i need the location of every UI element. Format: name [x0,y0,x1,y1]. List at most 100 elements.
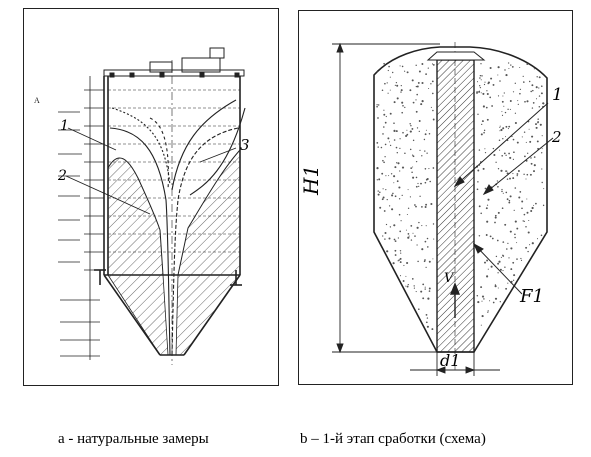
material-dot [379,206,382,209]
material-dot [383,161,385,164]
material-dot [416,244,418,246]
material-dot [383,210,386,212]
material-dot [432,118,435,121]
material-dot [496,239,499,242]
material-dot [389,76,391,78]
material-dot [412,176,415,179]
material-dot [504,136,507,138]
material-dot [535,126,538,129]
material-dot [382,133,384,135]
material-dot [489,96,492,99]
material-dot [509,230,512,233]
material-dot [525,141,527,143]
material-dot [393,122,395,124]
material-dot [490,265,493,268]
material-dot [505,125,508,128]
material-dot [415,176,418,179]
material-dot [430,202,433,206]
material-dot [477,181,479,183]
material-dot [431,328,434,331]
material-dot [399,250,402,252]
figure-b-label-1: 1 [552,85,563,105]
material-dot [379,191,381,194]
material-dot [416,85,419,88]
material-dot [518,196,521,199]
material-dot [419,149,421,151]
material-dot [393,182,395,184]
material-dot [516,242,518,244]
material-dot [396,162,398,164]
material-dot [535,123,537,126]
material-dot [393,238,396,241]
material-dot [393,139,396,141]
material-dot [431,92,434,95]
material-dot [516,141,519,144]
material-dot [521,207,523,210]
material-dot [387,69,389,72]
material-dot [390,173,393,175]
material-dot [428,87,430,90]
material-dot [384,156,386,158]
material-dot [500,256,502,258]
material-dot [388,205,391,207]
material-dot [522,220,524,222]
material-dot [413,287,415,289]
material-dot [417,182,419,185]
material-dot [423,138,426,141]
material-dot [388,175,390,177]
material-dot [411,127,414,130]
channel-top-cap [426,51,486,61]
material-dot [394,166,397,169]
material-dot [421,81,424,85]
material-dot [409,196,411,198]
material-dot [411,154,414,156]
material-dot [389,112,392,115]
material-dot [529,173,532,176]
material-dot [424,259,426,261]
material-dot [508,125,511,128]
material-dot [486,220,489,223]
material-dot [523,213,526,216]
material-dot [489,300,491,302]
material-dot [523,173,525,176]
material-dot [505,287,508,290]
material-dot [398,198,401,200]
material-dot [411,278,414,280]
material-dot [424,240,427,243]
material-dot [526,100,529,103]
material-dot [505,74,508,77]
material-dot [402,104,404,107]
figure-a-drawing [58,47,246,365]
material-dot [524,100,526,103]
material-dot [424,168,427,170]
figure-b-drawing [332,42,554,376]
material-dot [427,67,429,69]
material-dot [485,207,488,210]
material-dot [385,175,387,177]
material-dot [425,129,427,131]
material-dot [541,181,543,184]
material-dot [538,95,541,97]
material-dot [484,187,487,190]
material-dot [401,111,404,114]
material-dot [422,283,425,286]
material-dot [411,79,414,82]
material-dot [401,101,404,104]
material-dot [516,173,519,175]
material-dot [502,270,504,272]
material-dot [476,81,479,83]
material-dot [377,104,380,106]
material-dot [487,198,490,201]
material-dot [428,260,431,263]
material-dot [514,112,517,114]
material-dot [402,131,404,134]
material-dot [387,92,389,94]
material-dot [494,216,497,219]
material-dot [389,226,392,228]
material-dot [504,69,506,71]
figure-b-label-diameter: d1 [440,351,460,370]
material-dot [509,195,512,198]
material-dot [403,264,405,267]
material-dot [533,164,536,167]
material-dot [391,71,394,74]
